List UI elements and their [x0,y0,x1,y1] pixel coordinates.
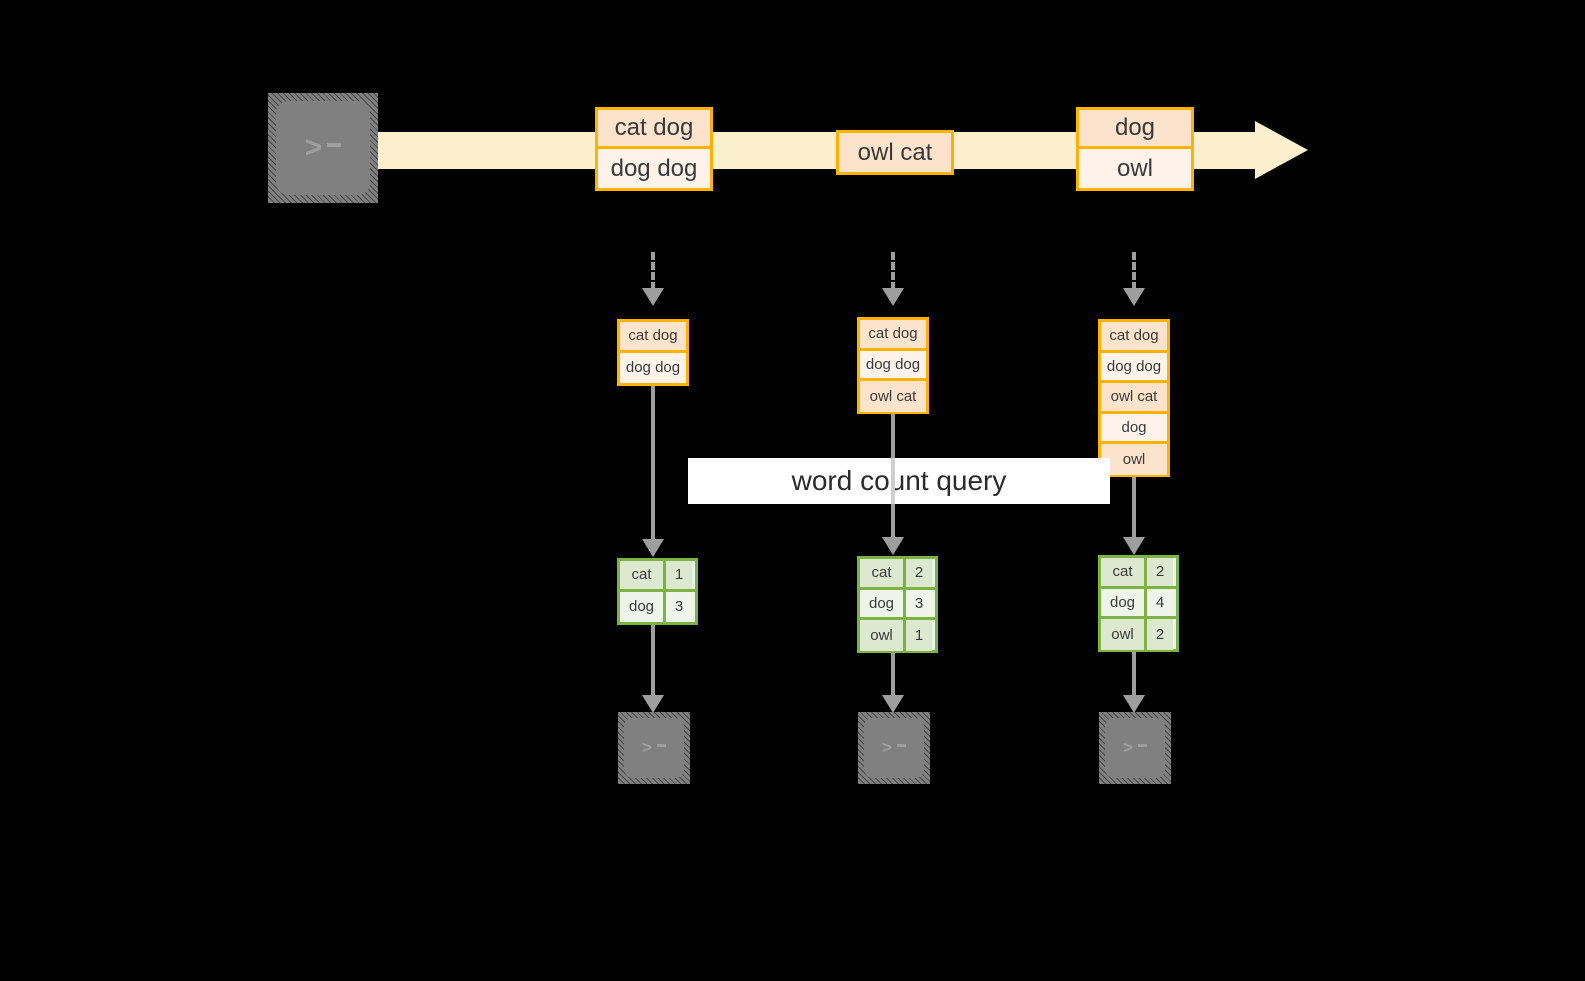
table-row: cat dog [1101,322,1167,353]
table-row: owl cat [860,381,926,412]
stream-batch-3: dog owl [1076,107,1194,191]
table-row: cat dog [860,320,926,351]
sink-terminal-icon-2[interactable]: > [858,712,930,784]
table-row: dog [1101,413,1167,444]
result-word: dog [1101,588,1147,616]
result-word: cat [860,559,906,587]
table-row: cat dog [620,322,686,353]
result-row: cat 2 [860,559,935,590]
result-row: owl 2 [1101,619,1176,650]
result-count: 3 [666,591,692,622]
query-label-text: word count query [791,465,1007,496]
terminal-screen [276,101,370,195]
result-word: cat [1101,558,1147,586]
terminal-screen [1105,718,1165,778]
connector-table-to-result-3 [1132,477,1136,539]
table-row: owl cat [1101,383,1167,414]
connector-stream-to-table-2 [891,252,895,290]
result-row: cat 1 [620,561,695,592]
stream-record: dog dog [598,149,710,188]
connector-arrowhead [642,695,664,713]
result-row: dog 3 [860,589,935,620]
connector-arrowhead [1123,537,1145,555]
result-word: owl [1101,619,1147,650]
result-count: 2 [906,559,932,587]
table-row: owl [1101,444,1167,475]
terminal-screen [624,718,684,778]
connector-stream-to-table-3 [1132,252,1136,290]
result-table-1: cat 1 dog 3 [617,558,698,625]
connector-arrowhead [1123,288,1145,306]
connector-table-to-result-1 [651,386,655,541]
stream-record: cat dog [598,110,710,149]
result-count: 4 [1147,588,1173,616]
result-count: 1 [906,620,932,651]
result-count: 2 [1147,558,1173,586]
result-row: dog 3 [620,591,695,622]
terminal-screen [864,718,924,778]
table-row: dog dog [620,352,686,383]
unbounded-table-3: cat dog dog dog owl cat dog owl [1098,319,1170,477]
stream-record: owl cat [839,133,951,172]
unbounded-table-2: cat dog dog dog owl cat [857,317,929,414]
connector-arrowhead [882,695,904,713]
connector-arrowhead [1123,695,1145,713]
connector-result-to-sink-2 [891,653,895,697]
result-row: owl 1 [860,620,935,651]
result-count: 1 [666,561,692,589]
result-word: dog [620,591,666,622]
connector-result-to-sink-3 [1132,652,1136,697]
result-table-2: cat 2 dog 3 owl 1 [857,556,938,653]
result-count: 3 [906,589,932,617]
unbounded-table-1: cat dog dog dog [617,319,689,386]
query-label: word count query [688,458,1110,504]
result-row: dog 4 [1101,588,1176,619]
connector-behind-label [891,458,895,504]
result-table-3: cat 2 dog 4 owl 2 [1098,555,1179,652]
connector-stream-to-table-1 [651,252,655,290]
result-row: cat 2 [1101,558,1176,589]
connector-arrowhead [882,537,904,555]
source-terminal-icon[interactable]: > [268,93,378,203]
input-stream-arrowhead [1255,121,1308,179]
result-word: owl [860,620,906,651]
sink-terminal-icon-3[interactable]: > [1099,712,1171,784]
connector-arrowhead [882,288,904,306]
stream-batch-2: owl cat [836,130,954,175]
connector-arrowhead [642,288,664,306]
table-row: dog dog [1101,352,1167,383]
stream-batch-1: cat dog dog dog [595,107,713,191]
stream-record: dog [1079,110,1191,149]
result-word: dog [860,589,906,617]
result-word: cat [620,561,666,589]
connector-arrowhead [642,539,664,557]
sink-terminal-icon-1[interactable]: > [618,712,690,784]
connector-result-to-sink-1 [651,625,655,697]
table-row: dog dog [860,350,926,381]
result-count: 2 [1147,619,1173,650]
stream-record: owl [1079,149,1191,188]
